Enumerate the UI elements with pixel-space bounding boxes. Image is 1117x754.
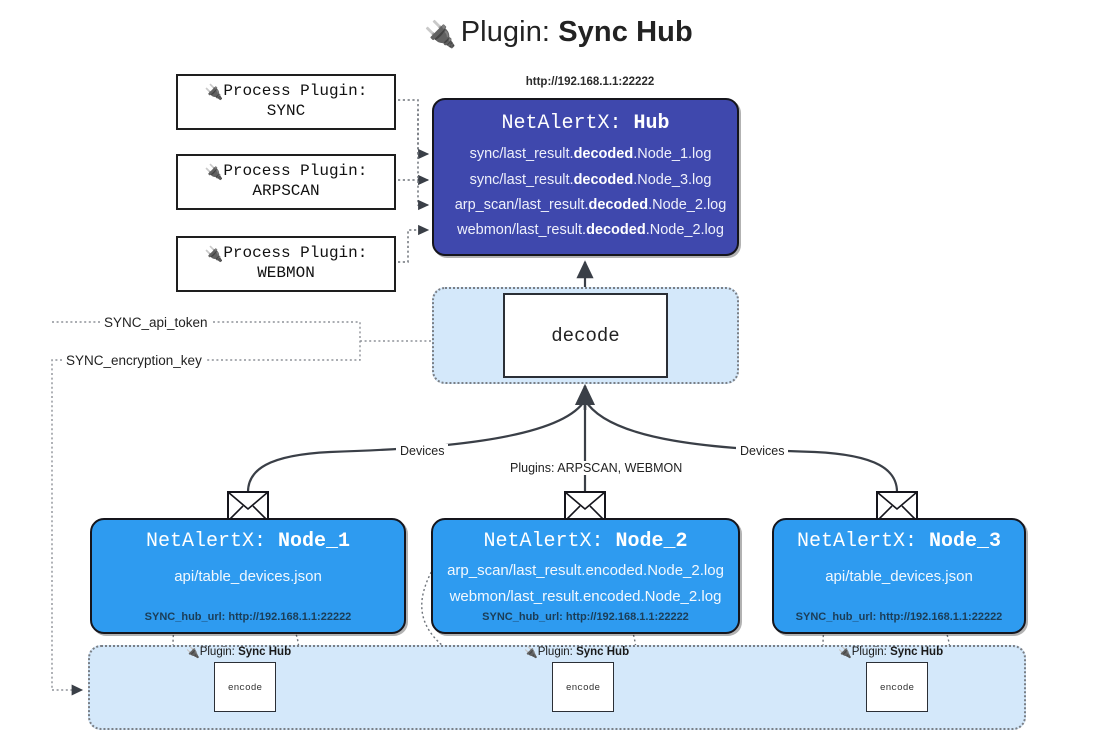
label-sync-encryption-key: SYNC_encryption_key bbox=[62, 353, 206, 368]
node-2-line-2: webmon/last_result.encoded.Node_2.log bbox=[449, 588, 722, 605]
process-plugin-webmon[interactable]: 🔌Process Plugin: WEBMON bbox=[176, 236, 396, 292]
plug-icon: 🔌 bbox=[204, 246, 224, 264]
hub-log-1-pre: sync/last_result. bbox=[469, 146, 574, 162]
node-3-title-name: Node_3 bbox=[929, 530, 1002, 553]
wire-webmon-to-hub bbox=[398, 224, 430, 263]
hub-title: NetAlertX: Hub bbox=[434, 112, 737, 135]
encode-2-label-name: Sync Hub bbox=[576, 646, 630, 658]
hub-log-3: arp_scan/last_result.decoded.Node_2.log bbox=[440, 197, 741, 213]
encode-3-label-prefix: Plugin: bbox=[851, 646, 891, 658]
node-box-1[interactable]: NetAlertX: Node_1 api/table_devices.json… bbox=[90, 518, 406, 634]
wire-keys-route bbox=[51, 321, 361, 690]
node-box-2[interactable]: NetAlertX: Node_2 arp_scan/last_result.e… bbox=[431, 518, 740, 634]
hub-log-1-mid: decoded bbox=[573, 146, 634, 162]
node-1-title: NetAlertX: Node_1 bbox=[92, 530, 404, 553]
label-sync-api-token: SYNC_api_token bbox=[100, 315, 212, 330]
node-2-footer: SYNC_hub_url: http://192.168.1.1:22222 bbox=[482, 611, 689, 623]
envelope-icon-node3 bbox=[876, 491, 918, 522]
hub-log-1-post: .Node_1.log bbox=[633, 146, 712, 162]
envelope-icon-node2 bbox=[564, 491, 606, 522]
encode-box-3[interactable]: encode bbox=[866, 662, 928, 712]
hub-log-2-mid: decoded bbox=[573, 172, 634, 188]
decode-box[interactable]: decode bbox=[503, 293, 668, 378]
hub-title-prefix: NetAlertX: bbox=[501, 112, 634, 135]
hub-title-name: Hub bbox=[633, 112, 670, 135]
hub-log-4-post: .Node_2.log bbox=[645, 222, 724, 238]
page-title-prefix: Plugin: bbox=[460, 16, 559, 48]
node-2-title: NetAlertX: Node_2 bbox=[433, 530, 738, 553]
node-1-line-1: api/table_devices.json bbox=[174, 568, 322, 585]
node-2-line-1: arp_scan/last_result.encoded.Node_2.log bbox=[447, 562, 724, 579]
envelope-icon-node1 bbox=[227, 491, 269, 522]
plug-icon: 🔌 bbox=[204, 84, 224, 102]
encode-1-label-name: Sync Hub bbox=[238, 646, 292, 658]
page-title-name: Sync Hub bbox=[558, 16, 693, 48]
hub-log-4-mid: decoded bbox=[586, 222, 646, 238]
process-plugin-webmon-line2: WEBMON bbox=[257, 264, 315, 283]
node-3-footer: SYNC_hub_url: http://192.168.1.1:22222 bbox=[795, 611, 1003, 623]
encode-box-2[interactable]: encode bbox=[552, 662, 614, 712]
node-box-3[interactable]: NetAlertX: Node_3 api/table_devices.json… bbox=[772, 518, 1026, 634]
hub-log-2-pre: sync/last_result. bbox=[469, 172, 574, 188]
encode-3-plugin-label: 🔌Plugin: Sync Hub bbox=[838, 646, 943, 659]
plug-icon: 🔌 bbox=[838, 647, 852, 659]
node-3-title: NetAlertX: Node_3 bbox=[774, 530, 1024, 553]
hub-log-4: webmon/last_result.decoded.Node_2.log bbox=[440, 222, 741, 238]
encode-1-label-prefix: Plugin: bbox=[199, 646, 239, 658]
process-plugin-arpscan-line2: ARPSCAN bbox=[252, 182, 320, 201]
hub-log-1: sync/last_result.decoded.Node_1.log bbox=[440, 146, 741, 162]
node-1-title-prefix: NetAlertX: bbox=[145, 530, 278, 553]
plug-icon: 🔌 bbox=[524, 647, 538, 659]
hub-log-2-post: .Node_3.log bbox=[633, 172, 712, 188]
node-2-title-name: Node_2 bbox=[615, 530, 688, 553]
hub-log-2: sync/last_result.decoded.Node_3.log bbox=[440, 172, 741, 188]
process-plugin-sync-line2: SYNC bbox=[266, 102, 306, 121]
hub-log-3-mid: decoded bbox=[588, 197, 649, 213]
node-1-footer: SYNC_hub_url: http://192.168.1.1:22222 bbox=[144, 611, 352, 623]
hub-log-3-post: .Node_2.log bbox=[648, 197, 727, 213]
process-plugin-webmon-line1: Process Plugin: bbox=[223, 244, 368, 263]
encode-2-plugin-label: 🔌Plugin: Sync Hub bbox=[524, 646, 629, 659]
encode-2-label-prefix: Plugin: bbox=[537, 646, 577, 658]
encode-box-1[interactable]: encode bbox=[214, 662, 276, 712]
process-plugin-arpscan-line1: Process Plugin: bbox=[223, 162, 368, 181]
plug-icon: 🔌 bbox=[204, 164, 224, 182]
wire-sync-to-hub bbox=[398, 99, 430, 160]
edge-label-devices-right: Devices bbox=[736, 444, 789, 458]
hub-log-4-pre: webmon/last_result. bbox=[457, 222, 587, 238]
node-3-title-prefix: NetAlertX: bbox=[796, 530, 929, 553]
plug-icon: 🔌 bbox=[424, 19, 457, 49]
process-plugin-sync[interactable]: 🔌Process Plugin: SYNC bbox=[176, 74, 396, 130]
edge-label-devices-left: Devices bbox=[396, 444, 449, 458]
node-3-line-1: api/table_devices.json bbox=[825, 568, 973, 585]
process-plugin-sync-line1: Process Plugin: bbox=[223, 82, 368, 101]
encode-3-label-name: Sync Hub bbox=[890, 646, 944, 658]
page-title: 🔌Plugin: Sync Hub bbox=[0, 16, 1117, 50]
wire-sync-to-hub-2 bbox=[417, 110, 430, 211]
plug-icon: 🔌 bbox=[186, 647, 200, 659]
edge-label-plugins-mid: Plugins: ARPSCAN, WEBMON bbox=[506, 461, 687, 475]
hub-url-label: http://192.168.1.1:22222 bbox=[525, 76, 655, 88]
hub-log-3-pre: arp_scan/last_result. bbox=[454, 197, 589, 213]
encode-1-plugin-label: 🔌Plugin: Sync Hub bbox=[186, 646, 291, 659]
hub-box[interactable]: NetAlertX: Hub sync/last_result.decoded.… bbox=[432, 98, 739, 256]
node-2-title-prefix: NetAlertX: bbox=[483, 530, 616, 553]
process-plugin-arpscan[interactable]: 🔌Process Plugin: ARPSCAN bbox=[176, 154, 396, 210]
node-1-title-name: Node_1 bbox=[278, 530, 351, 553]
